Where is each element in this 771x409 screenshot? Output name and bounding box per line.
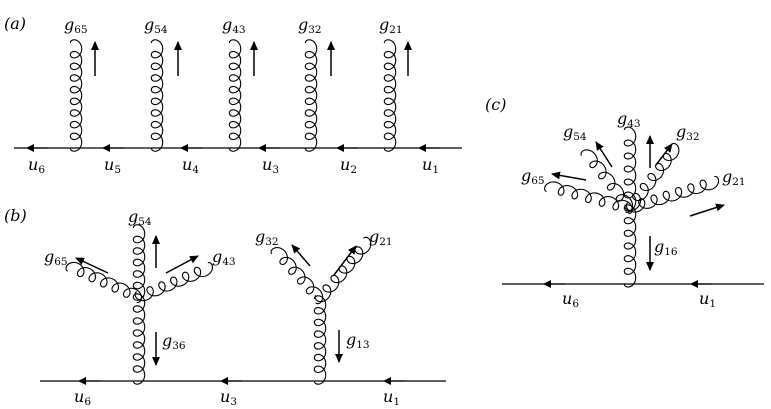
- panel-b: (b) g65 g54 g43 g36: [4, 206, 446, 408]
- panel-b-gluon-labels: g65 g54 g43 g36 g32 g21 g13: [44, 207, 393, 352]
- panel-c-gluon-labels: g43 g54 g32 g65 g21 g16: [521, 109, 746, 258]
- panel-c-gluon-coil-g65-path: [544, 181, 633, 215]
- label-u3: u3: [220, 387, 237, 408]
- label-g43: g43: [212, 247, 236, 268]
- panel-b-gluon-coil-g65: [65, 261, 143, 303]
- label-g54: g54: [563, 122, 587, 143]
- panel-c-label: (c): [485, 95, 506, 114]
- panel-b-gluon-coil-g13-path: [313, 295, 327, 385]
- label-g13: g13: [346, 330, 370, 351]
- panel-c-gluon-coil-g65: [544, 181, 633, 215]
- label-g16: g16: [654, 237, 678, 258]
- panel-a-gluon-coil-g43-path: [228, 39, 242, 152]
- panel-a-gluon-coil-g54-path: [150, 39, 164, 152]
- panel-b-gluon-coil-g36: [132, 293, 146, 385]
- panel-b-gluon-coil-g21: [314, 236, 372, 303]
- panel-a-gluon-coil-g21: [383, 39, 397, 152]
- label-g32: g32: [298, 15, 322, 36]
- panel-b-gluon-coil-g54-path: [132, 224, 146, 301]
- panel-b-label: (b): [4, 206, 27, 225]
- label-g21: g21: [369, 227, 393, 248]
- panel-b-gluon-coil-g21-path: [314, 236, 372, 303]
- label-g21: g21: [722, 167, 746, 188]
- panel-a-gluon-coil-g65-path: [69, 39, 83, 152]
- panel-b-momentum-arrows: [75, 235, 357, 366]
- label-g36: g36: [162, 331, 186, 352]
- panel-c-gluon-coil-g16: [623, 204, 637, 288]
- label-g54: g54: [144, 15, 168, 36]
- label-u6: u6: [74, 387, 91, 408]
- panel-a-gluon-coil-g65: [69, 39, 83, 152]
- panel-a-gluon-coil-g32-path: [304, 39, 318, 152]
- panel-c-gluon-coil-g54-path: [580, 149, 634, 213]
- label-u5: u5: [104, 155, 121, 176]
- panel-b-gluon-coil-g43-path: [134, 261, 214, 302]
- label-u6: u6: [562, 289, 579, 310]
- panel-a-gluon-coil-g32: [304, 39, 318, 152]
- panel-b-gluon-coil-g65-path: [65, 261, 143, 303]
- panel-a-quark-labels: u6 u5 u4 u3 u2 u1: [28, 155, 439, 176]
- label-g43: g43: [222, 15, 246, 36]
- label-g32: g32: [676, 122, 700, 143]
- panel-a: (a) g65 g54 g43 g32 g21: [4, 14, 462, 176]
- panel-c-momentum-arrows: [551, 135, 725, 271]
- panel-b-gluon-coil-g43: [134, 261, 214, 302]
- label-g65: g65: [44, 247, 68, 268]
- panel-a-gluon-coil-g21-path: [383, 39, 397, 152]
- panel-a-gluon-labels: g65 g54 g43 g32 g21: [64, 15, 403, 36]
- panel-a-gluon-coil-g43: [228, 39, 242, 152]
- panel-a-momentum-arrows: [91, 41, 412, 76]
- label-g21: g21: [379, 15, 403, 36]
- label-g32: g32: [255, 227, 279, 248]
- label-u6: u6: [28, 155, 45, 176]
- panel-c-gluon-coil-g21: [625, 175, 720, 213]
- label-u2: u2: [340, 155, 357, 176]
- panel-c-quark-labels: u6 u1: [562, 289, 716, 310]
- label-u3: u3: [262, 155, 279, 176]
- label-g43: g43: [617, 109, 641, 130]
- panel-c-gluon-coil-g16-path: [623, 204, 637, 288]
- panel-c-gluon-coil-g54: [580, 149, 634, 213]
- panel-b-gluon-coil-g32-path: [270, 247, 324, 305]
- label-g65: g65: [521, 166, 545, 187]
- panel-b-gluon-coil-g54: [132, 224, 146, 301]
- panel-b-gluon-coil-g32: [270, 247, 324, 305]
- label-u1: u1: [383, 387, 400, 408]
- panel-a-gluon-coil-g54: [150, 39, 164, 152]
- panel-a-label: (a): [4, 14, 26, 33]
- panel-b-gluon-coil-g13: [313, 295, 327, 385]
- panel-b-quark-labels: u6 u3 u1: [74, 387, 400, 408]
- label-u1: u1: [699, 289, 716, 310]
- panel-c: (c) g43 g54 g32 g65 g21 g16: [485, 95, 764, 310]
- label-u4: u4: [182, 155, 199, 176]
- label-u1: u1: [422, 155, 439, 176]
- panel-c-gluon-coil-g21-path: [625, 175, 720, 213]
- panel-b-gluon-coil-g36-path: [132, 293, 146, 385]
- label-g65: g65: [64, 15, 88, 36]
- label-g54: g54: [128, 207, 152, 228]
